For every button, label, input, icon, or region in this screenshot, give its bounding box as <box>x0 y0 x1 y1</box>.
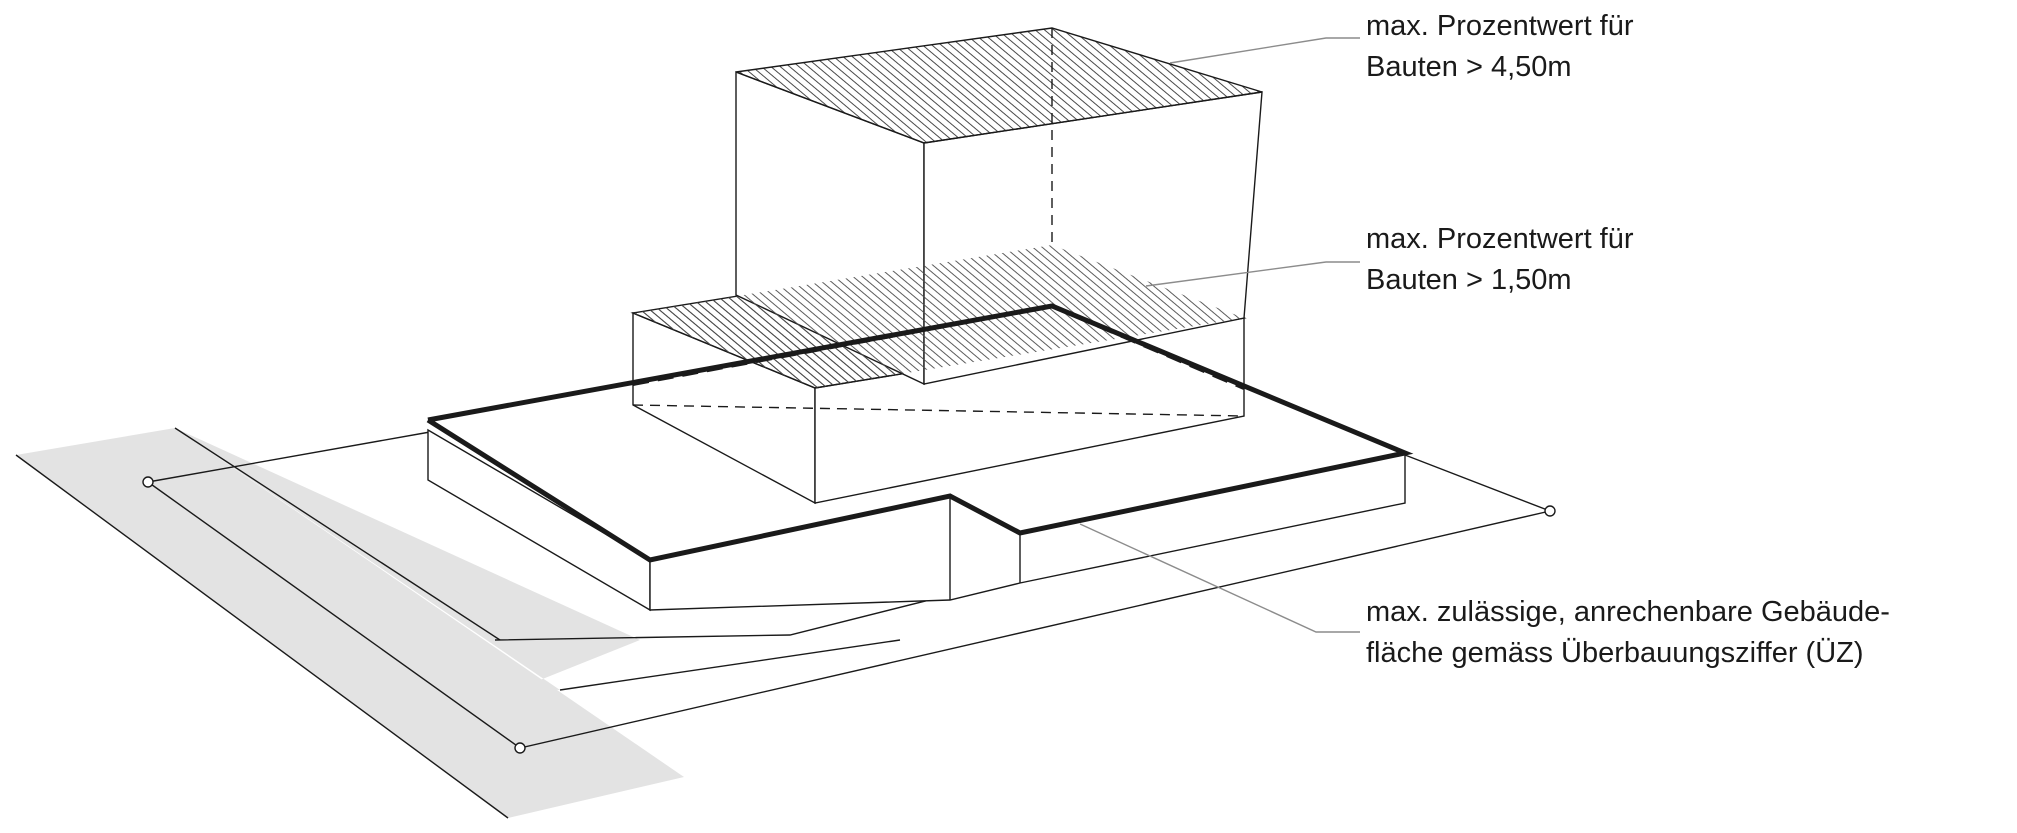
upper-box-hatched-top <box>735 27 1263 144</box>
parcel-corner-marker <box>142 476 154 488</box>
street-edge-line-inner <box>174 427 501 641</box>
leader-line-upper <box>1169 37 1360 64</box>
parcel-corner-marker <box>1544 505 1556 517</box>
leader-line-bottom <box>1079 523 1360 633</box>
parcel-back-line <box>1404 454 1551 512</box>
upper-limit-label: max. Prozentwert für Bauten > 4,50m <box>1366 6 1634 88</box>
access-road <box>175 428 640 690</box>
leader-line-middle <box>1145 261 1360 287</box>
parcel-corner-marker <box>514 742 526 754</box>
building-area-line-2: fläche gemäss Überbauungsziffer (ÜZ) <box>1366 637 1864 669</box>
building-area-line-1: max. zulässige, anrechenbare Gebäude- <box>1366 596 1890 628</box>
middle-limit-line-1: max. Prozentwert für <box>1366 223 1634 255</box>
street-edge-line <box>15 454 509 819</box>
parcel-side-line <box>559 639 901 691</box>
parcel-outline <box>147 431 431 483</box>
street-area <box>16 428 684 818</box>
upper-limit-line-1: max. Prozentwert für <box>1366 10 1634 42</box>
middle-limit-label: max. Prozentwert für Bauten > 1,50m <box>1366 219 1634 301</box>
building-area-label: max. zulässige, anrechenbare Gebäude- fl… <box>1366 592 1890 674</box>
middle-limit-line-2: Bauten > 1,50m <box>1366 264 1572 296</box>
building-area-hidden-edge <box>632 304 1053 386</box>
upper-limit-line-2: Bauten > 4,50m <box>1366 51 1572 83</box>
building-area-hidden-edge <box>1051 304 1245 390</box>
